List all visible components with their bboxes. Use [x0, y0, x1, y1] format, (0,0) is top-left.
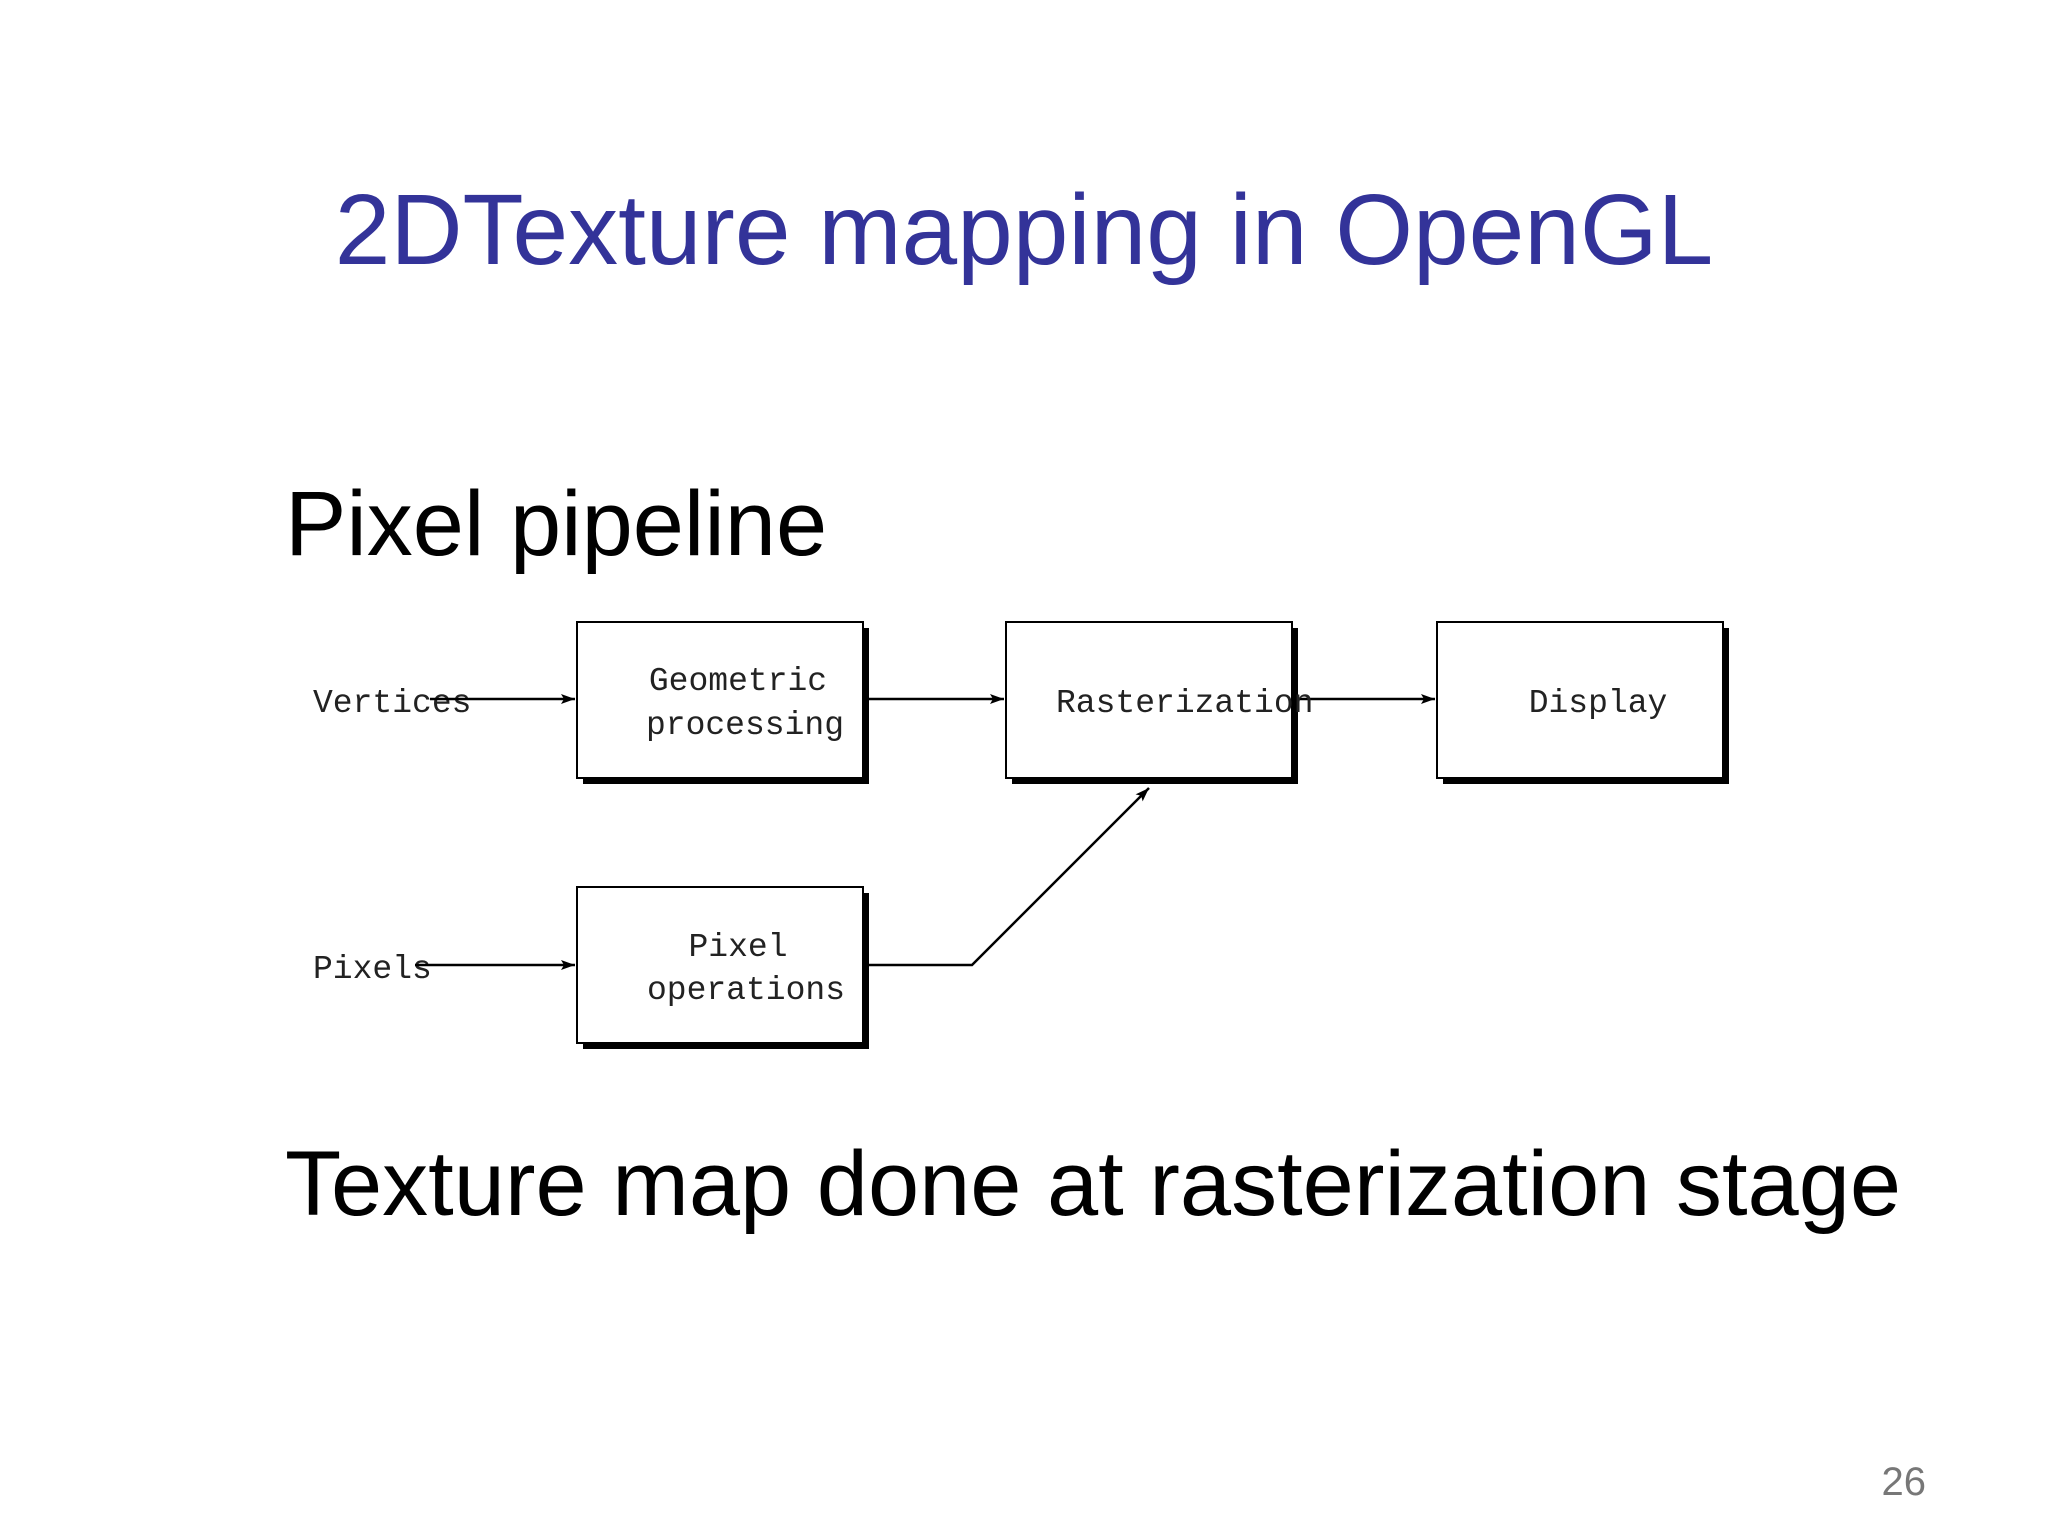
pixels-label: Pixels: [313, 951, 432, 988]
display-label: Display: [1529, 685, 1668, 722]
pixel-ops-label-line2: operations: [647, 972, 845, 1009]
display-box: Display: [1436, 621, 1729, 784]
pipeline-heading: Pixel pipeline: [285, 473, 828, 575]
pixel-operations-box: Pixel operations: [576, 886, 869, 1049]
geometric-label-line2: processing: [646, 707, 844, 744]
texture-stage-heading: Texture map done at rasterization stage: [285, 1133, 1902, 1235]
arrow-pixel-ops-to-rasterization: [869, 787, 1150, 967]
rasterization-box: [1005, 621, 1298, 784]
geometric-processing-box: Geometric processing: [576, 621, 869, 784]
rasterization-label: Rasterization: [1056, 685, 1313, 722]
vertices-label: Vertices: [313, 685, 471, 722]
geometric-label-line1: Geometric: [649, 663, 827, 700]
page-number: 26: [1881, 1460, 1927, 1504]
slide-title: 2DTexture mapping in OpenGL: [334, 174, 1714, 286]
pixel-ops-label-line1: Pixel: [688, 929, 787, 966]
